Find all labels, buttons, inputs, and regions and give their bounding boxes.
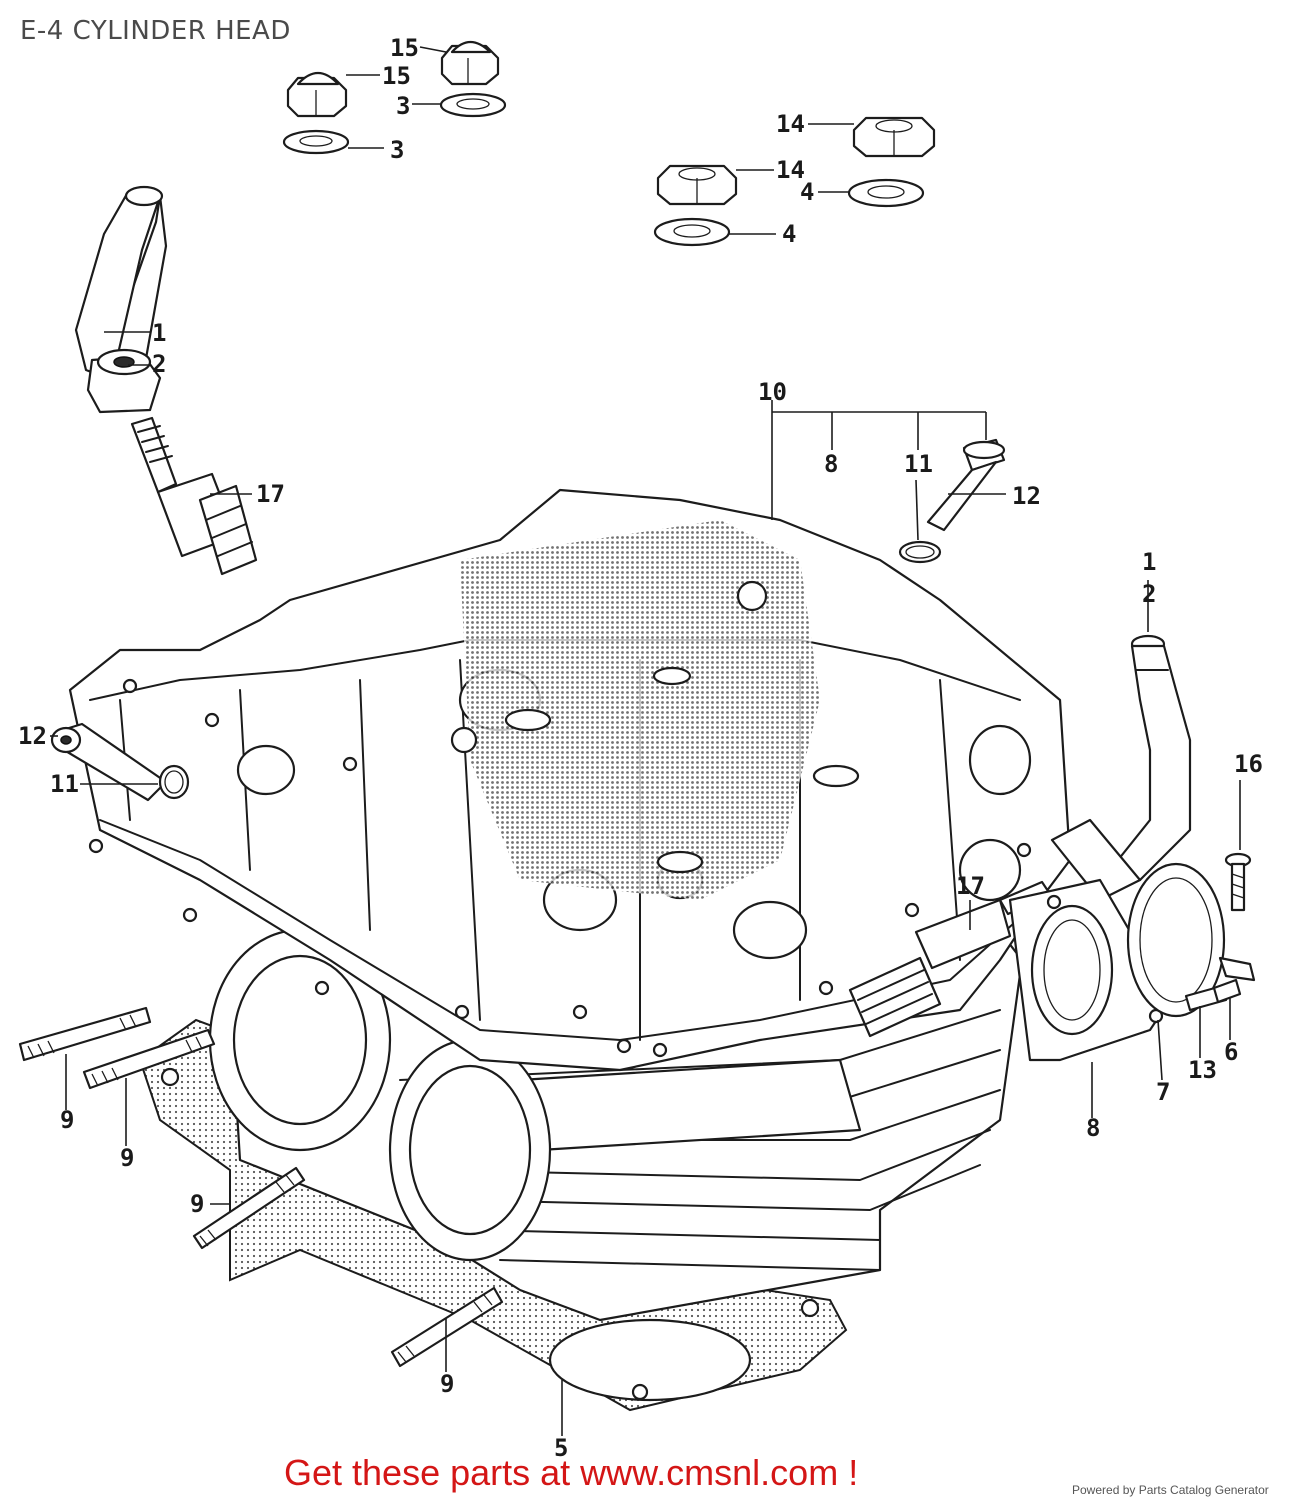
callout-1-left: 1 [152, 319, 166, 347]
callout-2-left: 2 [152, 350, 166, 378]
cylinder-head-body [68, 488, 1072, 1322]
callout-5: 5 [554, 1434, 568, 1462]
cap-nut-15-right [440, 40, 500, 86]
callout-11-top: 11 [904, 450, 933, 478]
callout-12-top: 12 [1012, 482, 1041, 510]
o-ring-11-left [158, 764, 190, 800]
leader-lines [50, 46, 1241, 1436]
callout-labels: 1 2 17 15 15 3 3 14 14 4 4 10 8 11 12 1 … [18, 34, 1263, 1462]
callout-16: 16 [1234, 750, 1263, 778]
o-ring-11-upper [898, 540, 942, 564]
callout-17-left: 17 [256, 480, 285, 508]
spark-plug-cap-left [74, 185, 168, 414]
intake-band [1126, 862, 1256, 1018]
screw-16 [1224, 852, 1252, 912]
callout-9-b: 9 [120, 1144, 134, 1172]
callout-17-right: 17 [956, 872, 985, 900]
page-title: E-4 CYLINDER HEAD [20, 16, 291, 46]
stud-bolt-9-d [390, 1286, 504, 1368]
washer-3-right [439, 92, 507, 118]
callout-10: 10 [758, 378, 787, 406]
callout-12-left: 12 [18, 722, 47, 750]
get-parts-link[interactable]: Get these parts at www.cmsnl.com ! [284, 1452, 859, 1493]
stud-bolt-9-b [82, 1028, 216, 1090]
powered-by-text: Powered by Parts Catalog Generator [1072, 1483, 1269, 1497]
callout-6: 6 [1224, 1038, 1238, 1066]
bolt-12-upper [926, 438, 1006, 532]
callout-14-top: 14 [776, 110, 805, 138]
intake-insulator [1008, 878, 1172, 1062]
washer-4-left [653, 217, 731, 247]
callout-11-left: 11 [50, 770, 79, 798]
callout-8-right: 8 [1086, 1114, 1100, 1142]
spark-plug-left [130, 416, 258, 576]
callout-4-bottom: 4 [782, 220, 796, 248]
callout-1-right: 1 [1142, 548, 1156, 576]
bolt-12-left [50, 722, 168, 802]
callout-13: 13 [1188, 1056, 1217, 1084]
nut-14-right [852, 116, 936, 158]
spark-plug-cap-right [1050, 634, 1192, 902]
callout-14-mid: 14 [776, 156, 805, 184]
callout-9-c: 9 [190, 1190, 204, 1218]
cap-nut-15-left [286, 71, 348, 118]
washer-3-left [282, 129, 350, 155]
callout-9-d: 9 [440, 1370, 454, 1398]
callout-7: 7 [1156, 1078, 1170, 1106]
callout-15-mid: 15 [382, 62, 411, 90]
callout-2-right: 2 [1142, 580, 1156, 608]
nut-14-left [656, 164, 738, 206]
callout-3-top: 3 [396, 92, 410, 120]
stud-bolt-9-c [192, 1166, 306, 1250]
callout-3-bottom: 3 [390, 136, 404, 164]
callout-8-top: 8 [824, 450, 838, 478]
screw-6 [1212, 978, 1242, 1004]
stud-bolt-9-a [18, 1006, 152, 1062]
callout-9-a: 9 [60, 1106, 74, 1134]
washer-4-right [847, 178, 925, 208]
callout-15-top: 15 [390, 34, 419, 62]
callout-4-top: 4 [800, 178, 814, 206]
